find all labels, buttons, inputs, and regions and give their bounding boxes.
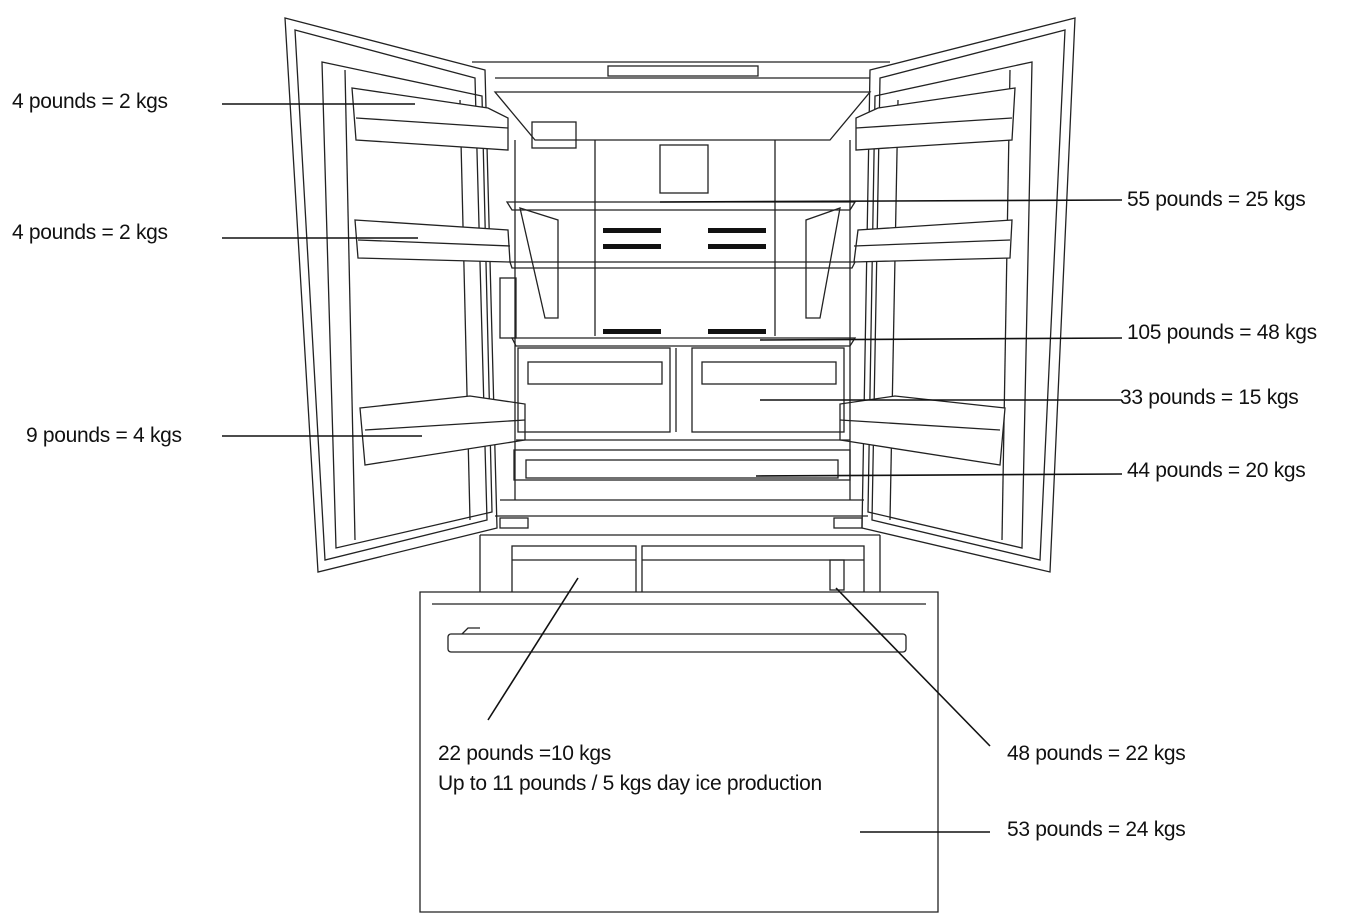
ice-production-rate: Up to 11 pounds / 5 kgs day ice producti… <box>438 772 822 795</box>
leader-lines <box>222 103 1123 833</box>
ice-bin-capacity: 22 pounds =10 kgs <box>438 742 611 765</box>
left-door <box>284 17 526 573</box>
freezer-drawer <box>419 591 939 913</box>
freezer-compartment <box>479 534 881 595</box>
left-door-top-bin-capacity: 4 pounds = 2 kgs <box>12 90 168 113</box>
top-shelf-capacity: 55 pounds = 25 kgs <box>1127 188 1306 211</box>
cabinet-interior <box>472 61 890 529</box>
crisper-cover-shelf-capacity: 105 pounds = 48 kgs <box>1127 321 1317 344</box>
left-door-bottom-bin-capacity: 9 pounds = 4 kgs <box>26 424 182 447</box>
crisper-drawers-capacity: 33 pounds = 15 kgs <box>1120 386 1299 409</box>
right-door <box>839 17 1076 573</box>
left-door-middle-bin-capacity: 4 pounds = 2 kgs <box>12 221 168 244</box>
freezer-basket-capacity: 48 pounds = 22 kgs <box>1007 742 1186 765</box>
deli-drawer-capacity: 44 pounds = 20 kgs <box>1127 459 1306 482</box>
freezer-drawer-capacity: 53 pounds = 24 kgs <box>1007 818 1186 841</box>
